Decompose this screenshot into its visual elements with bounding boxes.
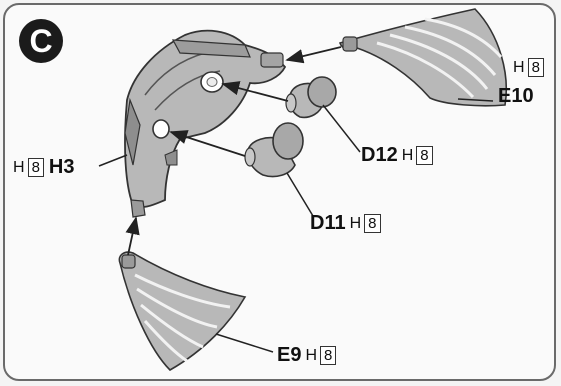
d11-part-number: 8 bbox=[364, 214, 380, 233]
e10-part-code: E10 bbox=[498, 85, 534, 108]
part-e9-fin bbox=[119, 252, 245, 370]
e10-callout: E10 bbox=[498, 85, 534, 108]
leader-h3 bbox=[99, 155, 127, 166]
d12-callout: D12 H 8 bbox=[361, 144, 433, 167]
part-d11-elbow bbox=[245, 123, 303, 177]
d11-callout: D11 H 8 bbox=[310, 212, 381, 235]
d12-part-code: D12 bbox=[361, 144, 398, 167]
e10-runner-ref: H 8 bbox=[509, 58, 544, 77]
e9-runner-letter: H bbox=[305, 347, 317, 365]
e9-part-code: E9 bbox=[277, 344, 301, 367]
e10-part-number: 8 bbox=[528, 58, 544, 77]
instruction-panel: C H 8 E10 D12 H 8 H 8 H3 D11 H 8 E9 H 8 bbox=[3, 3, 556, 381]
h3-callout: H 8 H3 bbox=[13, 156, 74, 179]
e10-runner-letter: H bbox=[513, 59, 525, 77]
assembly-illustration bbox=[5, 5, 556, 381]
d12-runner-letter: H bbox=[402, 147, 414, 165]
h3-part-code: H3 bbox=[49, 156, 75, 179]
part-e10-fin bbox=[340, 9, 506, 106]
d12-part-number: 8 bbox=[416, 146, 432, 165]
h3-runner-letter: H bbox=[13, 159, 25, 177]
step-badge: C bbox=[19, 19, 63, 63]
h3-part-number: 8 bbox=[28, 158, 44, 177]
part-h3-body bbox=[125, 31, 285, 217]
e9-callout: E9 H 8 bbox=[277, 344, 336, 367]
arrow-e9 bbox=[128, 218, 136, 255]
e9-part-number: 8 bbox=[320, 346, 336, 365]
arrow-d11 bbox=[171, 132, 245, 156]
arrow-e10 bbox=[287, 47, 341, 60]
leader-d12 bbox=[323, 105, 360, 152]
leader-e9 bbox=[216, 334, 273, 352]
d11-part-code: D11 bbox=[310, 212, 346, 235]
d11-runner-letter: H bbox=[350, 215, 362, 233]
leader-d11 bbox=[287, 173, 313, 216]
